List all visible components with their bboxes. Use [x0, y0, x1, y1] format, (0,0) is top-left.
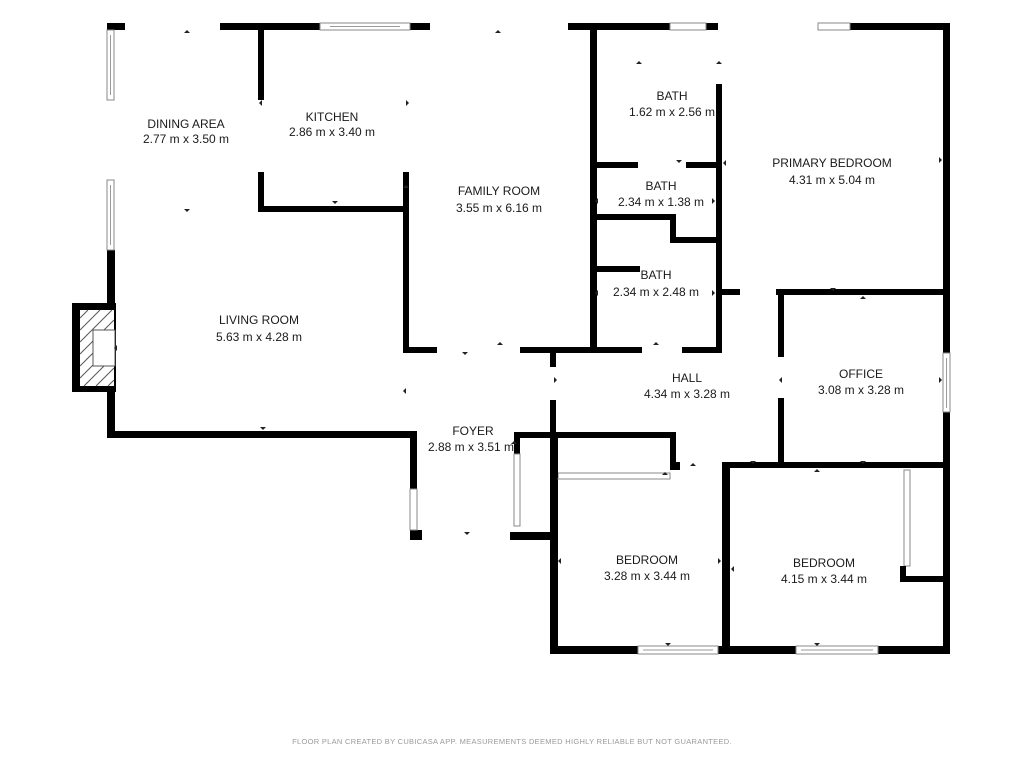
- room-bedroom-1: BEDROOM 3.28 m x 3.44 m: [604, 553, 690, 583]
- room-name: DINING AREA: [147, 117, 224, 131]
- room-dimensions: 2.86 m x 3.40 m: [289, 125, 375, 139]
- room-dining-area: DINING AREA 2.77 m x 3.50 m: [143, 117, 229, 146]
- room-name: OFFICE: [839, 367, 883, 381]
- room-bath-1: BATH 1.62 m x 2.56 m: [629, 89, 715, 119]
- room-dimensions: 5.63 m x 4.28 m: [216, 330, 302, 344]
- footer-disclaimer: FLOOR PLAN CREATED BY CUBICASA APP. MEAS…: [292, 737, 732, 746]
- room-name: LIVING ROOM: [219, 313, 299, 327]
- room-dimensions: 2.34 m x 1.38 m: [618, 195, 704, 209]
- room-hall: HALL 4.34 m x 3.28 m: [644, 371, 730, 401]
- room-dimensions: 3.55 m x 6.16 m: [456, 201, 542, 215]
- dimension-ticks: [114, 30, 942, 646]
- room-dimensions: 3.08 m x 3.28 m: [818, 383, 904, 397]
- windows: [106, 22, 951, 655]
- room-name: FOYER: [452, 424, 494, 438]
- room-name: PRIMARY BEDROOM: [772, 156, 892, 170]
- room-dimensions: 4.15 m x 3.44 m: [781, 572, 867, 586]
- room-name: HALL: [672, 371, 702, 385]
- room-foyer: FOYER 2.88 m x 3.51 m: [428, 424, 514, 454]
- room-dimensions: 2.34 m x 2.48 m: [613, 285, 699, 299]
- room-kitchen: KITCHEN 2.86 m x 3.40 m: [289, 110, 375, 139]
- interior-walls: [258, 30, 950, 654]
- room-name: KITCHEN: [306, 110, 359, 124]
- room-primary-bedroom: PRIMARY BEDROOM 4.31 m x 5.04 m: [772, 156, 892, 187]
- room-dimensions: 4.31 m x 5.04 m: [789, 173, 875, 187]
- room-dimensions: 2.88 m x 3.51 m: [428, 440, 514, 454]
- room-bath-3: BATH 2.34 m x 2.48 m: [613, 268, 699, 299]
- room-office: OFFICE 3.08 m x 3.28 m: [818, 367, 904, 397]
- room-dimensions: 1.62 m x 2.56 m: [629, 105, 715, 119]
- room-family-room: FAMILY ROOM 3.55 m x 6.16 m: [456, 184, 542, 215]
- room-living-room: LIVING ROOM 5.63 m x 4.28 m: [216, 313, 302, 344]
- room-name: BATH: [640, 268, 671, 282]
- room-dimensions: 4.34 m x 3.28 m: [644, 387, 730, 401]
- room-dimensions: 3.28 m x 3.44 m: [604, 569, 690, 583]
- room-bath-2: BATH 2.34 m x 1.38 m: [618, 179, 704, 209]
- fireplace: [72, 303, 116, 392]
- room-name: BATH: [645, 179, 676, 193]
- room-dimensions: 2.77 m x 3.50 m: [143, 132, 229, 146]
- room-bedroom-2: BEDROOM 4.15 m x 3.44 m: [781, 556, 867, 586]
- room-name: BEDROOM: [616, 553, 678, 567]
- room-name: BATH: [656, 89, 687, 103]
- room-name: FAMILY ROOM: [458, 184, 540, 198]
- room-name: BEDROOM: [793, 556, 855, 570]
